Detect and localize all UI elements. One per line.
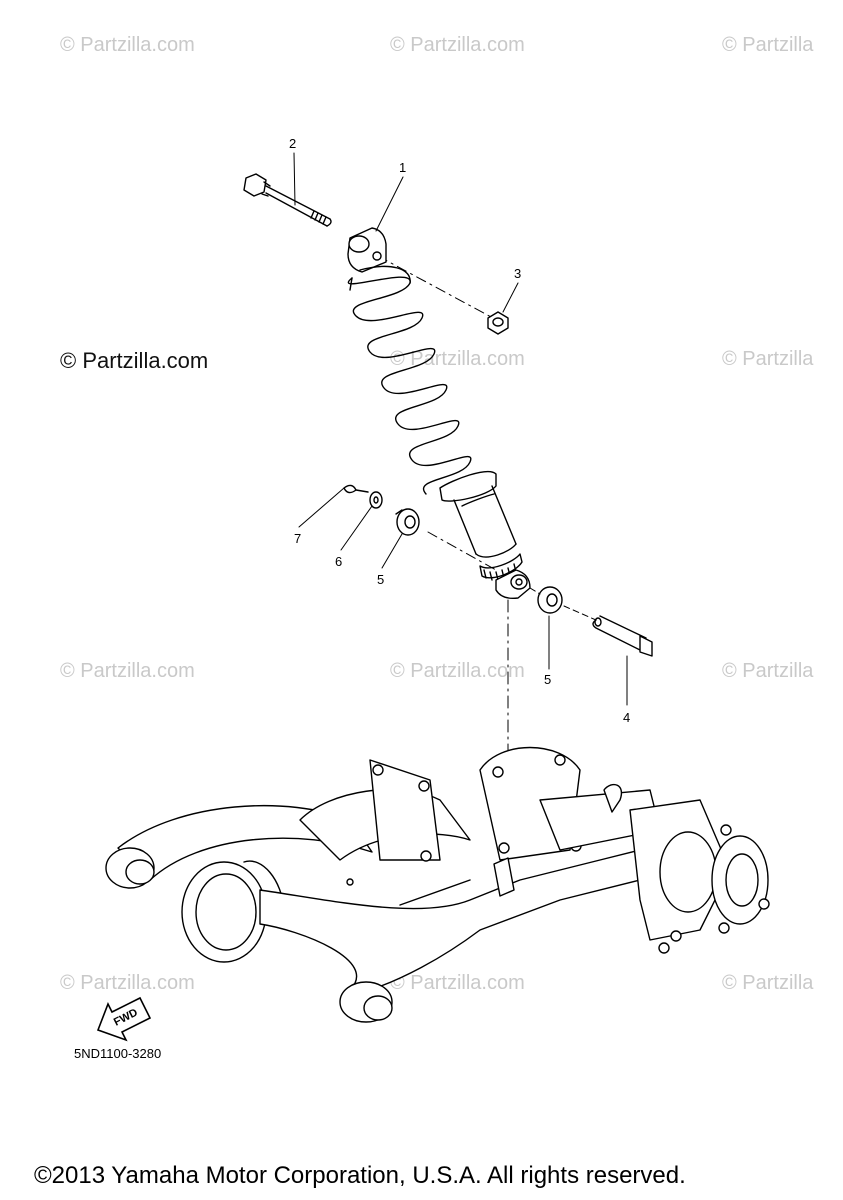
- part-6-washer[interactable]: [369, 491, 383, 509]
- watermark: © Partzilla: [722, 660, 814, 682]
- watermark: © Partzilla: [722, 34, 814, 56]
- part-7-cotter-pin[interactable]: [343, 484, 369, 494]
- swing-arm: [105, 746, 770, 1023]
- part-1-shock-absorber[interactable]: [347, 227, 531, 600]
- watermark: © Partzilla: [722, 348, 814, 370]
- copyright-footer: ©2013 Yamaha Motor Corporation, U.S.A. A…: [34, 1162, 686, 1189]
- watermark: © Partzilla.com: [60, 34, 195, 56]
- callout-7: 7: [294, 531, 301, 546]
- callout-6: 6: [335, 554, 342, 569]
- watermark: © Partzilla.com: [390, 660, 525, 682]
- fwd-arrow-icon: FWD: [96, 996, 152, 1042]
- part-2-bolt[interactable]: [243, 173, 332, 227]
- callout-5-right: 5: [544, 672, 551, 687]
- watermark-strong: © Partzilla.com: [60, 348, 209, 373]
- watermark: © Partzilla.com: [390, 348, 525, 370]
- callout-4: 4: [623, 710, 630, 725]
- callout-3: 3: [514, 266, 521, 281]
- watermark: © Partzilla.com: [60, 660, 195, 682]
- callout-2: 2: [289, 136, 296, 151]
- part-5-collar-right[interactable]: [537, 586, 563, 614]
- callout-5-left: 5: [377, 572, 384, 587]
- part-4-pin[interactable]: [592, 615, 653, 657]
- callout-1: 1: [399, 160, 406, 175]
- diagram-code: 5ND1100-3280: [74, 1046, 162, 1061]
- part-5-collar-left[interactable]: [395, 508, 420, 536]
- watermark: © Partzilla.com: [390, 34, 525, 56]
- watermark: © Partzilla: [722, 972, 814, 994]
- part-3-nut[interactable]: [487, 311, 509, 335]
- watermark: © Partzilla.com: [390, 972, 525, 994]
- watermark: © Partzilla.com: [60, 972, 195, 994]
